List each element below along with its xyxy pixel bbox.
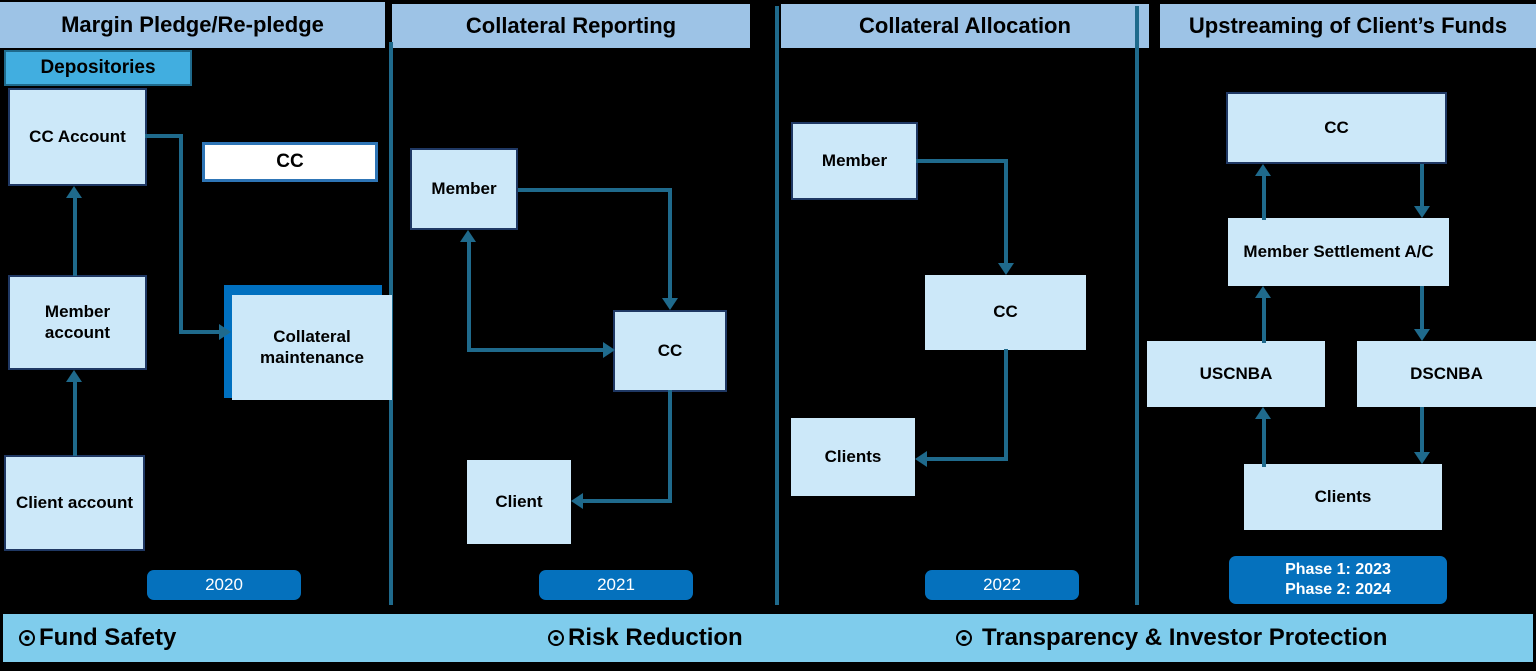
connector-member-settlement-to-cc [1262,176,1266,220]
arrowhead-clients-to-uscnba [1255,407,1271,419]
node-dscnba: DSCNBA [1357,341,1536,407]
panel-header-margin-pledge: Margin Pledge/Re-pledge [0,2,385,48]
node-member-panel2: Member [410,148,518,230]
node-collateral-maintenance: Collateral maintenance [232,295,392,400]
connector-member-to-cc-p2-h [518,188,672,192]
node-clients-panel3: Clients [791,418,915,496]
node-uscnba: USCNBA [1147,341,1325,407]
arrowhead-client-to-member-p2-right [603,342,615,358]
footer-item-transparency: Transparency & Investor Protection [956,614,1387,662]
arrowhead-cc-to-clients-p3 [915,451,927,467]
arrowhead-member-to-cc-p3 [998,263,1014,275]
target-bullet-icon [19,630,35,646]
arrowhead-client-to-member-account [66,370,82,382]
node-cc-panel2: CC [613,310,727,392]
node-member-settlement-ac: Member Settlement A/C [1228,218,1449,286]
arrowhead-to-collateral-maintenance [219,324,231,340]
connector-cc-account-down [179,134,183,334]
footer-item-risk-reduction: Risk Reduction [548,614,743,662]
arrowhead-member-settlement-to-dscnba [1414,329,1430,341]
connector-cc-account-right-stub [145,134,183,138]
connector-member-account-to-cc-account [73,198,77,276]
connector-cc-to-client-p2-h [583,499,671,503]
panel-divider-3 [1135,6,1139,605]
year-badge-2022: 2022 [925,570,1079,600]
arrowhead-member-to-cc-p2 [662,298,678,310]
node-cc-account: CC Account [8,88,147,186]
year-badge-2022-label: 2022 [983,575,1021,595]
phase-2-label: Phase 2: 2024 [1285,581,1391,598]
connector-member-to-cc-p3-v [1004,159,1008,263]
target-bullet-icon [548,630,564,646]
phase-1-label: Phase 1: 2023 [1285,561,1391,578]
arrowhead-uscnba-to-member-settlement [1255,286,1271,298]
node-cc-panel1: CC [202,142,378,182]
target-bullet-icon [956,630,972,646]
panel-header-upstreaming-funds: Upstreaming of Client’s Funds [1160,4,1536,48]
panel-divider-2 [775,6,779,605]
connector-dscnba-to-clients [1420,407,1424,452]
footer-item-transparency-label: Transparency & Investor Protection [982,624,1388,651]
connector-cc-to-clients-p3-h [927,457,1007,461]
connector-client-to-member-p2-v [467,242,471,352]
year-badge-2020: 2020 [147,570,301,600]
year-badge-2020-label: 2020 [205,575,243,595]
connector-clients-to-uscnba [1262,419,1266,467]
node-client-account: Client account [4,455,145,551]
node-member-panel3: Member [791,122,918,200]
year-badge-2021-label: 2021 [597,575,635,595]
connector-member-to-cc-p2-v [668,188,672,298]
node-cc-panel3: CC [925,275,1086,350]
connector-cc-to-client-p2-v [668,390,672,503]
arrowhead-member-settlement-to-cc [1255,164,1271,176]
arrowhead-cc-to-client-p2 [571,493,583,509]
node-client-panel2: Client [467,460,571,544]
node-depositories: Depositories [4,50,192,86]
footer-item-fund-safety: Fund Safety [19,614,176,662]
year-badge-2021: 2021 [539,570,693,600]
node-member-account: Member account [8,275,147,370]
footer-item-risk-reduction-label: Risk Reduction [568,624,743,651]
connector-client-to-member-p2-h [467,348,605,352]
panel-header-collateral-allocation: Collateral Allocation [781,4,1149,48]
node-clients-panel4: Clients [1244,464,1442,530]
connector-to-collateral-maintenance [179,330,221,334]
connector-cc-to-clients-p3-v [1004,349,1008,461]
arrowhead-dscnba-to-clients [1414,452,1430,464]
year-badge-phases: Phase 1: 2023 Phase 2: 2024 [1229,556,1447,604]
node-cc-panel4: CC [1226,92,1447,164]
panel-header-collateral-reporting: Collateral Reporting [392,4,750,48]
arrowhead-client-to-member-p2-up [460,230,476,242]
connector-member-to-cc-p3-h [916,159,1008,163]
arrowhead-member-account-to-cc-account [66,186,82,198]
footer-banner: Fund Safety Risk Reduction Transparency … [3,614,1533,662]
connector-cc-to-member-settlement [1420,164,1424,206]
connector-member-settlement-to-dscnba [1420,286,1424,329]
arrowhead-cc-to-member-settlement [1414,206,1430,218]
connector-uscnba-to-member-settlement [1262,298,1266,343]
connector-client-to-member-account [73,382,77,456]
footer-item-fund-safety-label: Fund Safety [39,624,177,651]
